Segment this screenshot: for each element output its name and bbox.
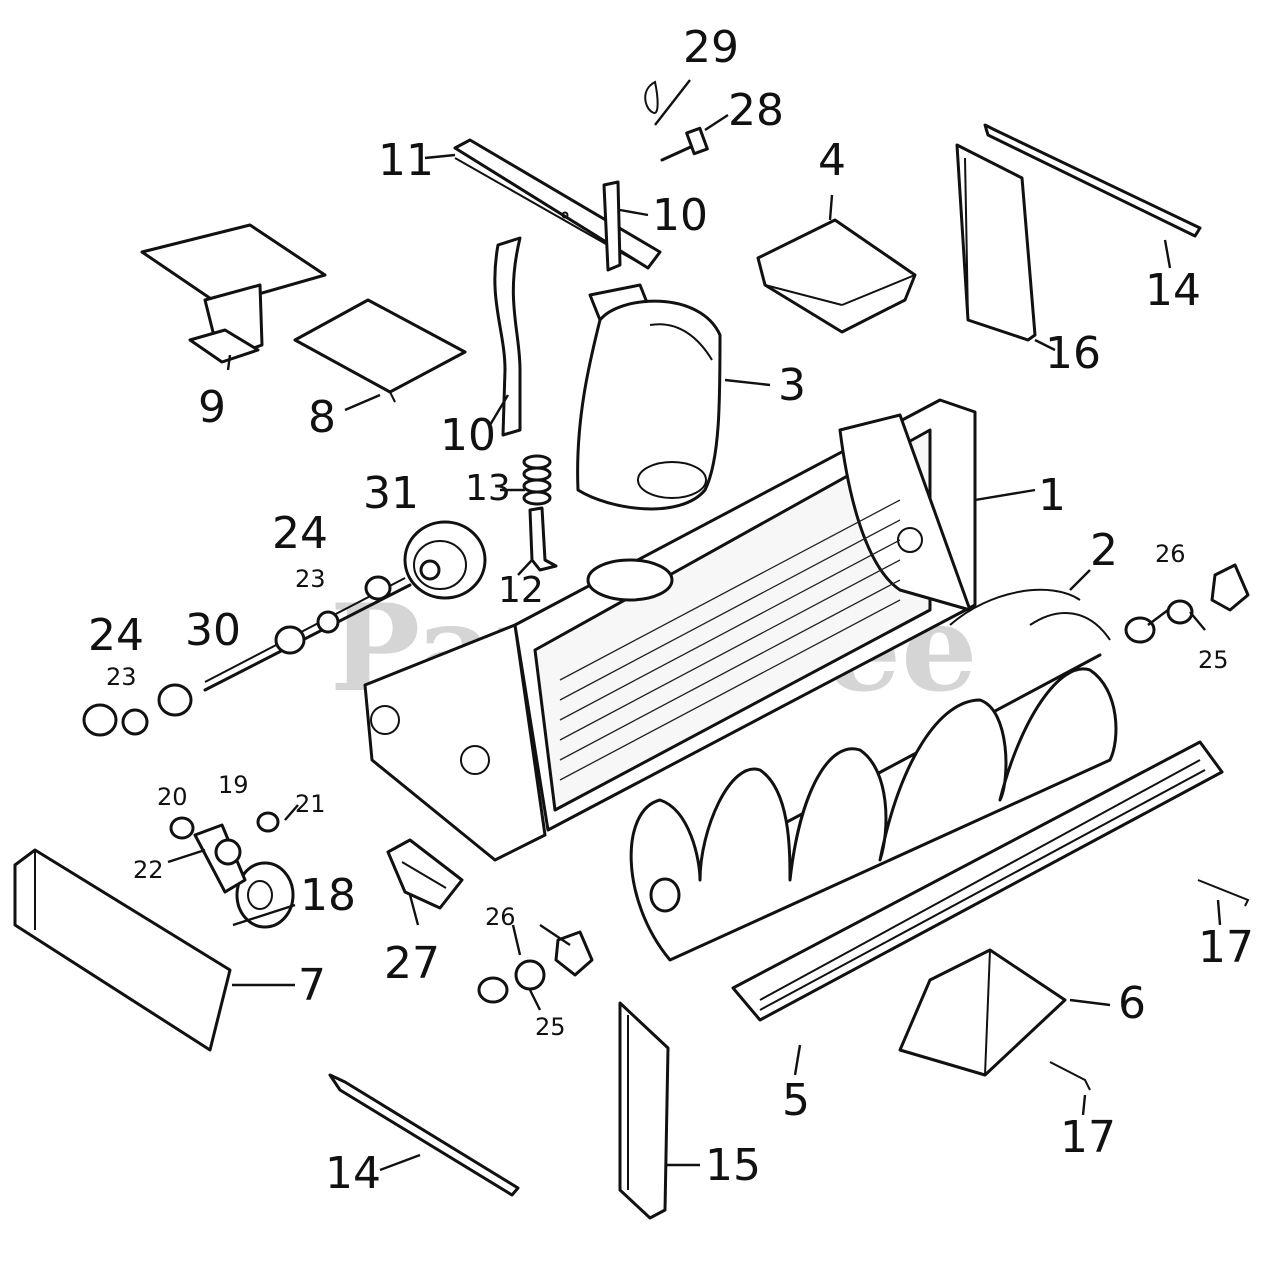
callout-11: 11 <box>378 135 434 186</box>
leader-lines <box>167 79 1222 1172</box>
callout-28: 28 <box>728 85 784 136</box>
part-24-washer-outer[interactable] <box>157 683 193 717</box>
callout-17-lower: 17 <box>1060 1112 1116 1163</box>
part-12-pin[interactable] <box>528 506 558 572</box>
callout-6: 6 <box>1118 978 1146 1029</box>
callout-13: 13 <box>465 468 511 509</box>
callout-numbers: 1 2 3 4 5 6 7 8 9 10 10 11 12 13 14 14 1… <box>88 22 1254 1199</box>
callout-31: 31 <box>363 468 419 519</box>
callout-8: 8 <box>308 392 336 443</box>
part-29-clip[interactable] <box>644 80 659 115</box>
part-4-cover[interactable] <box>756 218 917 334</box>
part-20-nut[interactable] <box>169 816 195 840</box>
callout-2: 2 <box>1090 525 1118 576</box>
callout-14-lower: 14 <box>325 1148 381 1199</box>
part-23-bearing-left[interactable] <box>121 708 149 736</box>
part-9-deflector-bracket[interactable] <box>140 223 327 364</box>
callout-23-left: 23 <box>106 663 137 691</box>
part-26-washer-right[interactable] <box>1124 616 1156 644</box>
callout-27: 27 <box>384 938 440 989</box>
part-10-bracket-upper[interactable] <box>602 180 622 272</box>
callout-26-right: 26 <box>1155 540 1186 568</box>
callout-1: 1 <box>1038 470 1066 521</box>
callout-26-left: 26 <box>485 903 516 931</box>
callout-22: 22 <box>133 856 164 884</box>
callout-15: 15 <box>705 1140 761 1191</box>
part-1-auger-housing[interactable] <box>363 398 977 862</box>
callout-3: 3 <box>778 360 806 411</box>
callout-29: 29 <box>683 22 739 73</box>
callout-25-right: 25 <box>1198 646 1229 674</box>
part-13-spring[interactable] <box>522 454 552 506</box>
callout-23-upper: 23 <box>295 565 326 593</box>
part-10-curved-arm[interactable] <box>493 236 522 437</box>
part-6-skid[interactable] <box>898 948 1067 1077</box>
part-26-washer-left[interactable] <box>477 976 509 1004</box>
part-25-bearing-right[interactable] <box>1166 599 1194 625</box>
part-16-side-panel[interactable] <box>955 143 1037 342</box>
callout-17-right: 17 <box>1198 922 1254 973</box>
part-17-pin-lower[interactable] <box>1049 1061 1091 1091</box>
part-11-crossbar[interactable] <box>453 138 662 270</box>
part-26-plate-right[interactable] <box>1210 563 1250 612</box>
part-14-rod-upper[interactable] <box>983 123 1202 238</box>
part-18-sprocket[interactable] <box>235 861 295 929</box>
part-3-discharge-chute[interactable] <box>576 283 722 511</box>
callout-19: 19 <box>218 771 249 799</box>
part-31-pulley[interactable] <box>403 520 487 600</box>
callout-20: 20 <box>157 783 188 811</box>
part-24-washer-mid[interactable] <box>274 625 306 655</box>
part-5-scraper-bar[interactable] <box>731 740 1224 1022</box>
callout-5: 5 <box>782 1075 810 1126</box>
callout-12: 12 <box>498 570 544 611</box>
callout-4: 4 <box>818 135 846 186</box>
part-27-block[interactable] <box>386 838 464 910</box>
part-7-belt-guard[interactable] <box>13 848 232 1052</box>
part-25-bearing-left[interactable] <box>514 959 546 991</box>
part-2-auger-assembly[interactable] <box>629 588 1118 962</box>
part-24-washer-left[interactable] <box>82 703 118 737</box>
callout-10-lower: 10 <box>440 410 496 461</box>
part-19-bracket[interactable] <box>214 838 242 866</box>
callout-25-left: 25 <box>535 1013 566 1041</box>
part-24-washer-upper[interactable] <box>364 575 392 601</box>
part-21-bolt[interactable] <box>256 811 280 833</box>
callout-14-upper: 14 <box>1145 265 1201 316</box>
part-23-bearing-upper[interactable] <box>316 610 340 634</box>
callout-24-upper: 24 <box>272 508 328 559</box>
callout-7: 7 <box>298 960 326 1011</box>
callout-16: 16 <box>1045 328 1101 379</box>
callout-30: 30 <box>185 605 241 656</box>
callout-9: 9 <box>198 382 226 433</box>
callout-21: 21 <box>295 790 326 818</box>
part-14-rod-lower[interactable] <box>328 1073 520 1197</box>
part-8-plate[interactable] <box>293 298 467 403</box>
part-17-pin-right[interactable] <box>1197 879 1250 907</box>
callout-10-upper: 10 <box>652 190 708 241</box>
part-28-bolt[interactable] <box>660 126 709 162</box>
part-15-side-panel[interactable] <box>618 1001 670 1220</box>
callout-24-left: 24 <box>88 610 144 661</box>
callout-18: 18 <box>300 870 356 921</box>
